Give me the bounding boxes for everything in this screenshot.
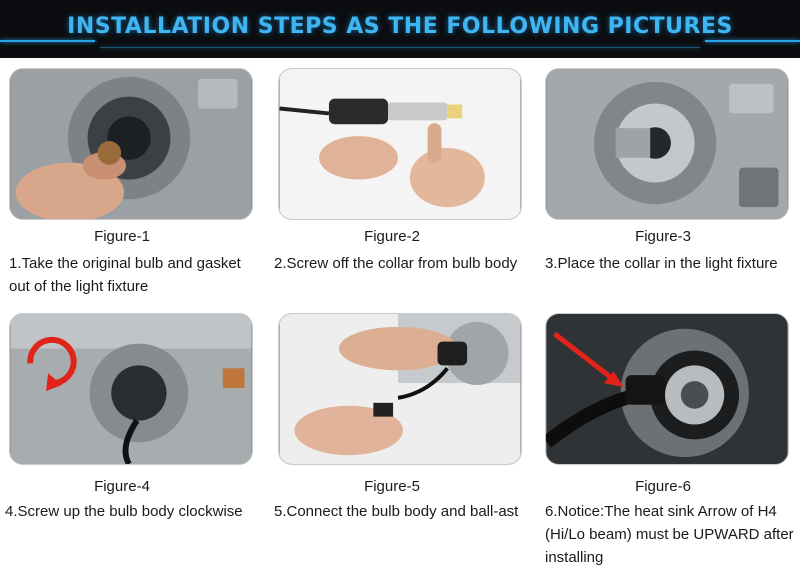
figure-2-caption: Figure-2	[364, 228, 420, 245]
banner-underline	[100, 47, 700, 48]
figure-4-caption: Figure-4	[94, 478, 150, 495]
figure-6-photo	[545, 313, 789, 465]
figure-6-description: 6.Notice:The heat sink Arrow of H4 (Hi/L…	[545, 503, 794, 566]
figure-1-description: 1.Take the original bulb and gasket out …	[9, 255, 241, 295]
page-title: INSTALLATION STEPS AS THE FOLLOWING PICT…	[67, 14, 733, 39]
figure-4-photo	[9, 313, 253, 465]
figure-6-caption: Figure-6	[635, 478, 691, 495]
figure-1-caption: Figure-1	[94, 228, 150, 245]
figure-3-description: 3.Place the collar in the light fixture	[545, 255, 778, 272]
figure-4-description: 4.Screw up the bulb body clockwise	[5, 503, 243, 520]
header-banner: INSTALLATION STEPS AS THE FOLLOWING PICT…	[0, 0, 800, 58]
figure-5-photo	[278, 313, 522, 465]
figure-5-caption: Figure-5	[364, 478, 420, 495]
figure-1-photo	[9, 68, 253, 220]
figure-3-caption: Figure-3	[635, 228, 691, 245]
figure-5-description: 5.Connect the bulb body and ball-ast	[274, 503, 519, 520]
figure-3-photo	[545, 68, 789, 220]
figure-2-description: 2.Screw off the collar from bulb body	[274, 255, 518, 272]
banner-decor-line-right	[705, 40, 800, 42]
banner-decor-line-left	[0, 40, 95, 42]
figure-2-photo	[278, 68, 522, 220]
